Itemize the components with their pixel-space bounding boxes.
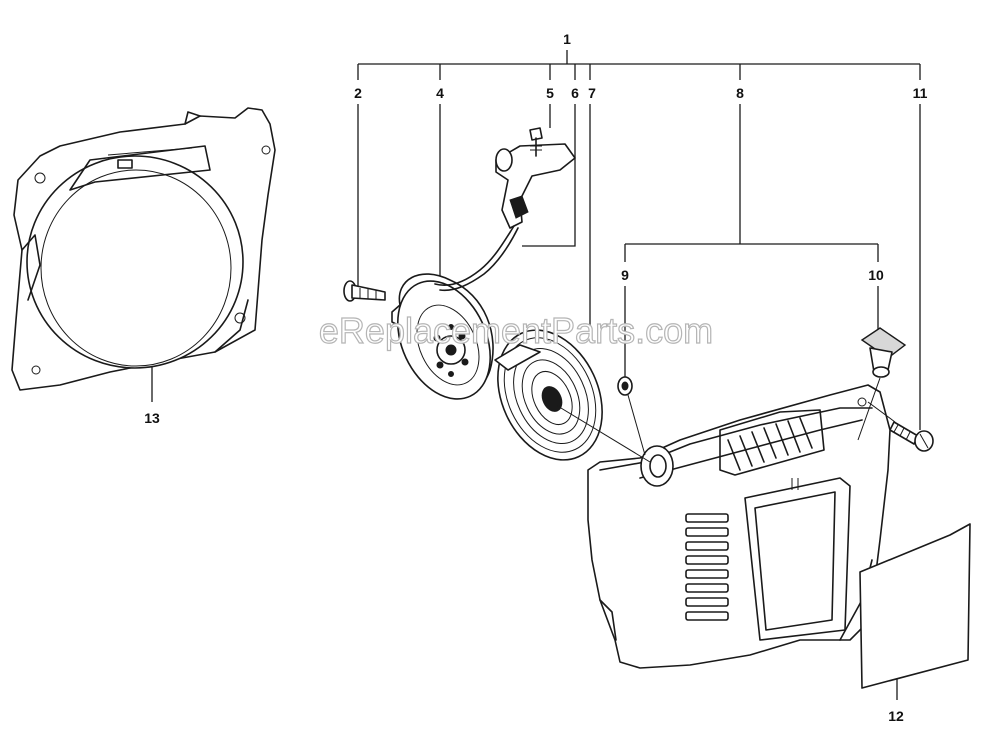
screw-part-2 <box>343 280 386 302</box>
watermark-text: eReplacementParts.com <box>319 310 713 351</box>
fan-housing-part-13 <box>11 107 276 391</box>
callout-12: 12 <box>888 708 904 724</box>
grommet-part-10 <box>860 327 907 378</box>
starter-pulley-part-4 <box>391 273 494 400</box>
bolt-part-11 <box>889 421 934 452</box>
callout-9: 9 <box>621 267 629 283</box>
starter-handle-part-5 <box>495 127 576 229</box>
callout-4: 4 <box>436 85 444 101</box>
callout-6: 6 <box>571 85 579 101</box>
vent-slats-side <box>685 513 729 621</box>
starter-rope-part-6 <box>434 225 519 292</box>
callout-labels: 1 2 4 5 6 7 8 11 9 10 13 12 <box>144 31 927 724</box>
callout-10: 10 <box>868 267 884 283</box>
callout-8: 8 <box>736 85 744 101</box>
vent-slats-top <box>727 417 813 471</box>
callout-11: 11 <box>913 85 928 101</box>
leader-lines <box>151 50 921 700</box>
washer-part-9 <box>617 376 633 396</box>
callout-13: 13 <box>144 410 160 426</box>
assembly-axis-lines <box>555 377 896 463</box>
rewind-spring-part-7 <box>494 329 603 461</box>
callout-2: 2 <box>354 85 362 101</box>
callout-7: 7 <box>588 85 596 101</box>
callout-5: 5 <box>546 85 554 101</box>
decal-part-12 <box>859 523 971 689</box>
starter-cover-part-8 <box>587 384 891 669</box>
callout-1: 1 <box>563 31 571 47</box>
